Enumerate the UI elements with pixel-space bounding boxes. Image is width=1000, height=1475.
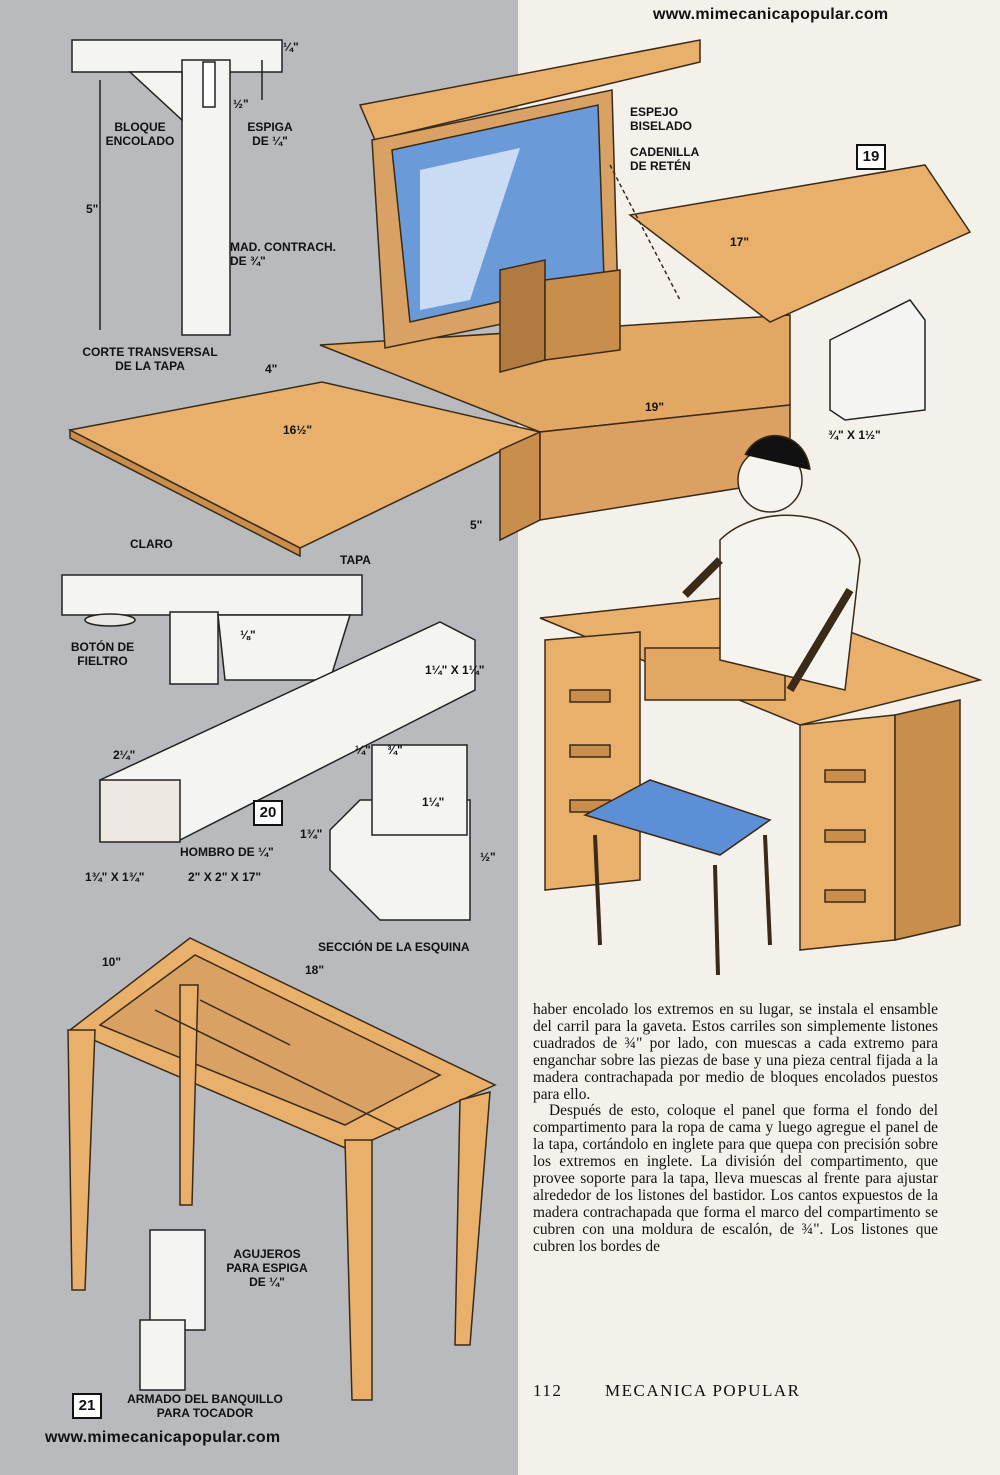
page-footer: 112 MECANICA POPULAR: [533, 1381, 938, 1401]
label-mad-contrach: MAD. CONTRACH.DE ¾": [230, 240, 336, 268]
dim-134b: 1¾": [300, 827, 323, 841]
dim-q3: ¾": [387, 743, 403, 757]
dim-halfb: ½": [480, 850, 496, 864]
fig20-clearance-detail: [61, 574, 363, 685]
dim-114b: 1¼": [422, 795, 445, 809]
magazine-name: MECANICA POPULAR: [605, 1381, 801, 1400]
fig19-vanity-drawing: [67, 39, 972, 558]
page-number: 112: [533, 1381, 563, 1400]
dim-5-top: 5": [86, 202, 99, 216]
site-url-bottom: www.mimecanicapopular.com: [45, 1429, 281, 1446]
fig20-post-drawing: [99, 621, 476, 843]
dim-rail: ¾" X 1½": [828, 428, 881, 442]
dim-134: 1¾" X 1¾": [85, 870, 145, 884]
dim-18: 18": [305, 963, 325, 977]
label-claro: CLARO: [130, 537, 173, 551]
dim-214: 2¼": [113, 748, 136, 762]
fig21-stool-frame: [67, 937, 497, 1401]
paragraph-1: haber encolado los extremos en su lugar,…: [533, 1001, 938, 1103]
label-hombro: HOMBRO DE ¼": [180, 845, 274, 859]
vanity-with-stool-illustration: [539, 435, 983, 976]
dim-quarter-top: ¼": [283, 40, 299, 54]
figure-number-19: 19: [856, 144, 886, 170]
dim-17: 17": [730, 235, 750, 249]
site-url-top: www.mimecanicapopular.com: [653, 6, 889, 23]
article-body: haber encolado los extremos en su lugar,…: [533, 1001, 938, 1256]
dim-5-bottom: 5": [470, 518, 483, 532]
dim-half: ½": [233, 97, 249, 111]
fig19-cross-section: [71, 39, 283, 336]
dim-eighth: ⅛": [240, 628, 256, 642]
dim-4: 4": [265, 362, 278, 376]
figure-number-20: 20: [253, 800, 283, 826]
label-tapa: TAPA: [340, 553, 371, 567]
label-seccion-esquina: SECCIÓN DE LA ESQUINA: [318, 940, 470, 954]
figure-number-21: 21: [72, 1393, 102, 1419]
fig19-rail-detail: [829, 299, 926, 421]
dim-2x2: 2" X 2" X 17": [188, 870, 262, 884]
dim-19: 19": [645, 400, 665, 414]
fig20-corner-section: [329, 744, 471, 921]
paragraph-2: Después de esto, coloque el panel que fo…: [533, 1102, 938, 1255]
dim-q1: ¼": [355, 743, 371, 757]
dim-114: 1¼" X 1¼": [425, 663, 485, 677]
dim-10: 10": [102, 955, 122, 969]
dim-16-half: 16½": [283, 423, 313, 437]
